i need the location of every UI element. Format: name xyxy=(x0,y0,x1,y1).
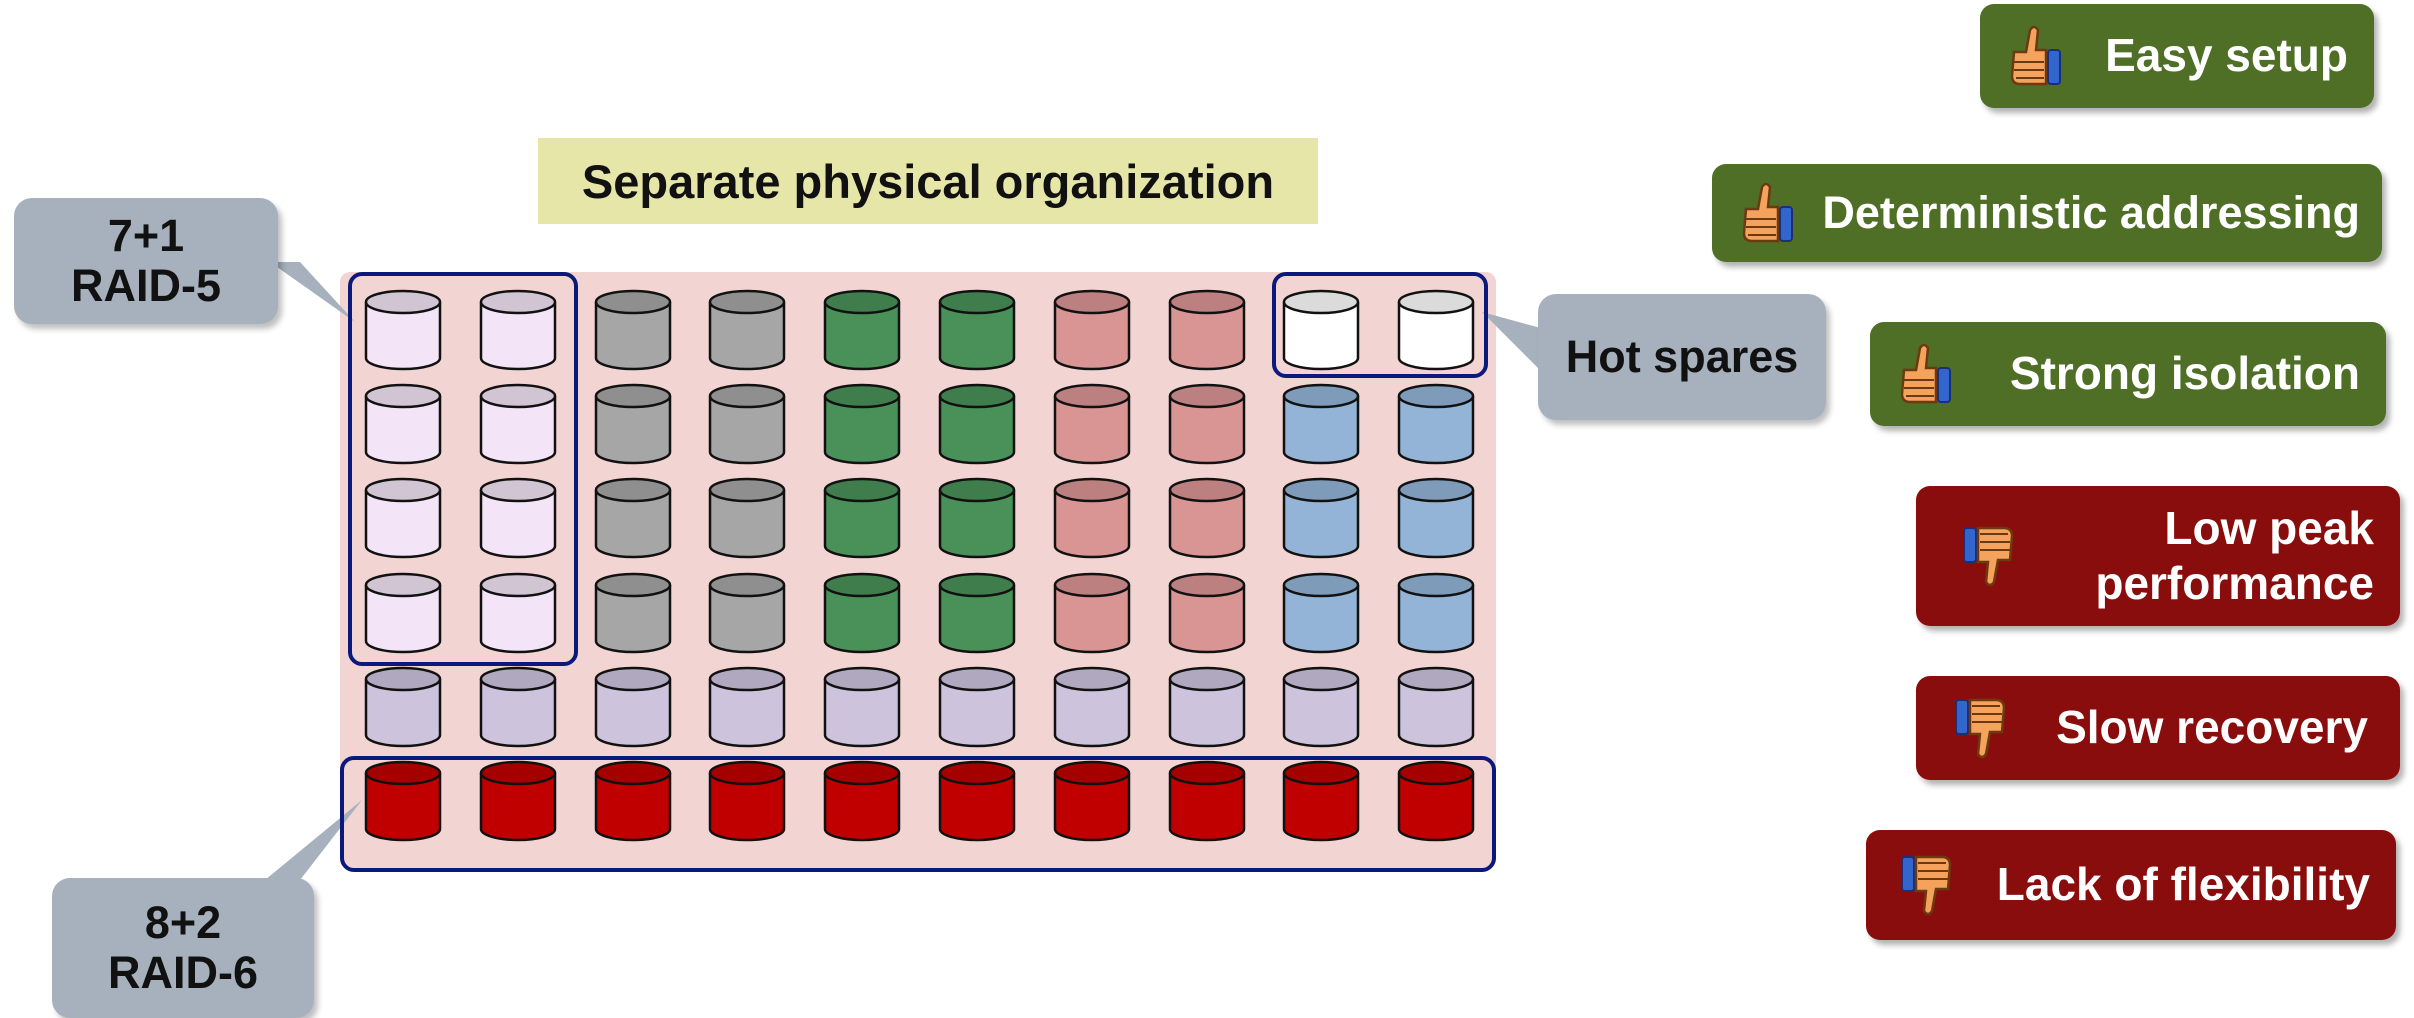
disk-lavender xyxy=(479,289,557,371)
disk-lavender xyxy=(364,289,442,371)
disk-white xyxy=(1397,289,1475,371)
disk-red xyxy=(708,760,786,842)
disk-gray xyxy=(594,572,672,654)
disk-rose xyxy=(1053,289,1131,371)
disk-lavender xyxy=(364,477,442,559)
pro-label: Easy setup xyxy=(2105,29,2348,82)
thumbs-down-icon xyxy=(1944,692,2016,764)
pro-badge-strong-isolation: Strong isolation xyxy=(1870,322,2386,426)
raid6-callout-line2: RAID-6 xyxy=(107,947,258,998)
disk-rose xyxy=(1168,572,1246,654)
raid6-group-outline xyxy=(340,756,1496,872)
disk-white xyxy=(1282,289,1360,371)
hot-spares-group-outline xyxy=(1272,272,1488,378)
disk-green xyxy=(823,572,901,654)
disk-blue xyxy=(1397,572,1475,654)
disk-lilac xyxy=(823,666,901,748)
disk-blue xyxy=(1282,383,1360,465)
disk-red xyxy=(1168,760,1246,842)
disk-blue xyxy=(1282,572,1360,654)
disk-rose xyxy=(1168,289,1246,371)
con-label-line2: performance xyxy=(2095,557,2374,609)
raid5-callout: 7+1 RAID-5 xyxy=(14,198,278,324)
hot-spares-callout: Hot spares xyxy=(1538,294,1826,420)
disk-red xyxy=(1053,760,1131,842)
disk-lilac xyxy=(708,666,786,748)
disk-gray xyxy=(594,383,672,465)
disk-blue xyxy=(1282,477,1360,559)
disk-red xyxy=(938,760,1016,842)
disk-red xyxy=(479,760,557,842)
raid5-group-outline xyxy=(348,272,578,666)
disk-green xyxy=(823,289,901,371)
raid5-callout-line1: 7+1 xyxy=(107,209,185,261)
disk-gray xyxy=(594,289,672,371)
thumbs-up-icon xyxy=(1890,338,1962,410)
disk-lilac xyxy=(1168,666,1246,748)
pro-label: Strong isolation xyxy=(2009,347,2360,400)
disk-red xyxy=(364,760,442,842)
disk-rose xyxy=(1053,477,1131,559)
disk-lilac xyxy=(1282,666,1360,748)
disk-rose xyxy=(1053,383,1131,465)
disk-red xyxy=(594,760,672,842)
disk-red xyxy=(823,760,901,842)
hot-spares-callout-label: Hot spares xyxy=(1565,330,1799,382)
disk-green xyxy=(938,572,1016,654)
con-badge-slow-recovery: Slow recovery xyxy=(1916,676,2400,780)
con-badge-low-peak-performance: Low peak performance xyxy=(1916,486,2400,626)
disk-lavender xyxy=(479,572,557,654)
pro-badge-easy-setup: Easy setup xyxy=(1980,4,2374,108)
raid5-callout-line2: RAID-5 xyxy=(70,260,221,311)
disk-gray xyxy=(708,383,786,465)
disk-lavender xyxy=(364,572,442,654)
disk-rose xyxy=(1168,477,1246,559)
con-label: Low peak performance xyxy=(2024,501,2374,611)
disk-gray xyxy=(708,477,786,559)
pro-badge-deterministic-addressing: Deterministic addressing xyxy=(1712,164,2382,262)
thumbs-down-icon xyxy=(1890,849,1962,921)
disk-green xyxy=(938,289,1016,371)
pro-label: Deterministic addressing xyxy=(1822,187,2360,238)
con-badge-lack-of-flexibility: Lack of flexibility xyxy=(1866,830,2396,940)
disk-gray xyxy=(594,477,672,559)
disk-green xyxy=(823,383,901,465)
con-label: Lack of flexibility xyxy=(1996,858,2370,911)
disk-blue xyxy=(1397,477,1475,559)
thumbs-down-icon xyxy=(1952,520,2024,592)
disk-lavender xyxy=(479,477,557,559)
thumbs-up-icon xyxy=(2000,20,2072,92)
disk-green xyxy=(938,383,1016,465)
disk-lilac xyxy=(1053,666,1131,748)
con-label: Slow recovery xyxy=(2056,701,2368,754)
disk-blue xyxy=(1397,383,1475,465)
slide-title-fragment xyxy=(280,0,1780,14)
heading-label: Separate physical organization xyxy=(581,154,1275,208)
disk-lilac xyxy=(1397,666,1475,748)
physical-organization-heading: Separate physical organization xyxy=(538,138,1318,224)
disk-gray xyxy=(708,572,786,654)
raid6-callout: 8+2 RAID-6 xyxy=(52,878,314,1018)
disk-gray xyxy=(708,289,786,371)
disk-green xyxy=(823,477,901,559)
disk-lilac xyxy=(479,666,557,748)
disk-green xyxy=(938,477,1016,559)
disk-red xyxy=(1282,760,1360,842)
disk-red xyxy=(1397,760,1475,842)
disk-lilac xyxy=(364,666,442,748)
disk-lavender xyxy=(364,383,442,465)
disk-rose xyxy=(1168,383,1246,465)
raid6-callout-line1: 8+2 xyxy=(144,896,222,948)
thumbs-up-icon xyxy=(1732,177,1804,249)
disk-lilac xyxy=(938,666,1016,748)
disk-rose xyxy=(1053,572,1131,654)
disk-lilac xyxy=(594,666,672,748)
disk-lavender xyxy=(479,383,557,465)
con-label-line1: Low peak xyxy=(2164,501,2374,554)
